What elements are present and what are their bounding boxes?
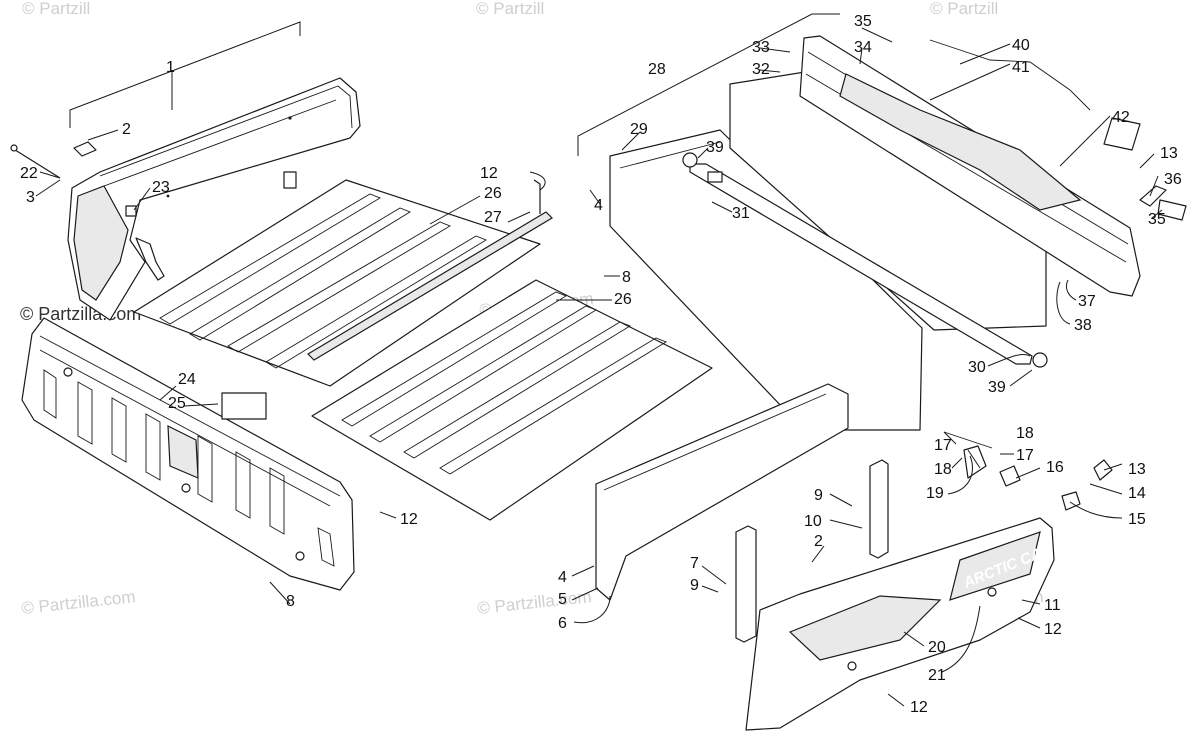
floor-seam-strip [307, 179, 553, 361]
side-posts [735, 459, 889, 643]
callout-19: 19 [926, 485, 944, 502]
callout-11: 11 [1044, 597, 1061, 614]
callout-17-b: 17 [1016, 447, 1034, 464]
callout-35-a: 35 [854, 13, 872, 30]
tailgate-rail [682, 152, 1048, 368]
callout-7: 7 [690, 555, 699, 572]
callout-9-a: 9 [814, 487, 823, 504]
callout-1: 1 [166, 59, 175, 76]
side-wall-panel [595, 383, 849, 601]
callout-leaders [35, 27, 1163, 707]
callout-37: 37 [1078, 293, 1096, 310]
watermark-bottom-center: © Partzilla.com [476, 587, 592, 618]
callout-4-b: 4 [558, 569, 567, 586]
callout-29: 29 [630, 121, 648, 138]
callout-31: 31 [732, 205, 750, 222]
watermark-top-left: © Partzill [22, 0, 90, 18]
callout-12-b: 12 [400, 511, 418, 528]
callout-40: 40 [1012, 37, 1030, 54]
callout-14: 14 [1128, 485, 1146, 502]
callout-8-b: 8 [286, 593, 295, 610]
callout-17-a: 17 [934, 437, 952, 454]
callout-2-b: 2 [814, 533, 823, 550]
callout-26-a: 26 [484, 185, 502, 202]
callout-12-a: 12 [480, 165, 498, 182]
callout-18-a: 18 [1016, 425, 1034, 442]
side-cover: ARCTIC CAT [745, 517, 1055, 731]
tailgate-outer [799, 35, 1187, 297]
callout-32: 32 [752, 61, 770, 78]
callout-39-a: 39 [706, 139, 724, 156]
left-hardware [10, 141, 165, 281]
callout-12-c: 12 [1044, 621, 1062, 638]
callout-25: 25 [168, 395, 186, 412]
callout-3: 3 [26, 189, 35, 206]
callout-13-b: 13 [1128, 461, 1146, 478]
watermark-bottom-left: © Partzilla.com [20, 587, 136, 618]
callout-41: 41 [1012, 59, 1030, 76]
callout-10: 10 [804, 513, 822, 530]
callout-30: 30 [968, 359, 986, 376]
rear-bed-wall [21, 317, 355, 591]
watermark-left: © Partzilla.com [20, 304, 141, 324]
callout-38: 38 [1074, 317, 1092, 334]
callout-27: 27 [484, 209, 502, 226]
callout-28: 28 [648, 61, 666, 78]
callout-18-b: 18 [934, 461, 952, 478]
callout-36: 36 [1164, 171, 1182, 188]
bed-floor-right [311, 279, 713, 521]
callout-16: 16 [1046, 459, 1064, 476]
callout-35-b: 35 [1148, 211, 1166, 228]
callout-26-b: 26 [614, 291, 632, 308]
front-headboard-panel [67, 77, 361, 321]
latch-hardware [943, 431, 1113, 511]
callout-23: 23 [152, 179, 170, 196]
callout-22: 22 [20, 165, 38, 182]
assembly-brackets [69, 13, 840, 156]
callout-13-a: 13 [1160, 145, 1178, 162]
callout-9-b: 9 [690, 577, 699, 594]
watermark-top-right: © Partzill [930, 0, 998, 18]
front-wall-panel [609, 129, 923, 431]
callout-20: 20 [928, 639, 946, 656]
callout-39-b: 39 [988, 379, 1006, 396]
callout-labels: 1 2 22 3 23 12 26 27 8 26 24 25 12 8 28 … [20, 13, 1182, 716]
callout-2: 2 [122, 121, 131, 138]
callout-42: 42 [1112, 109, 1130, 126]
callout-12-d: 12 [910, 699, 928, 716]
watermark-top-center: © Partzill [476, 0, 544, 18]
callout-8-a: 8 [622, 269, 631, 286]
callout-21: 21 [928, 667, 946, 684]
callout-34: 34 [854, 39, 872, 56]
callout-5: 5 [558, 591, 567, 608]
callout-33: 33 [752, 39, 770, 56]
callout-15: 15 [1128, 511, 1146, 528]
callout-24: 24 [178, 371, 196, 388]
callout-6: 6 [558, 615, 567, 632]
bed-floor-left [133, 179, 541, 387]
callout-4-a: 4 [594, 197, 603, 214]
